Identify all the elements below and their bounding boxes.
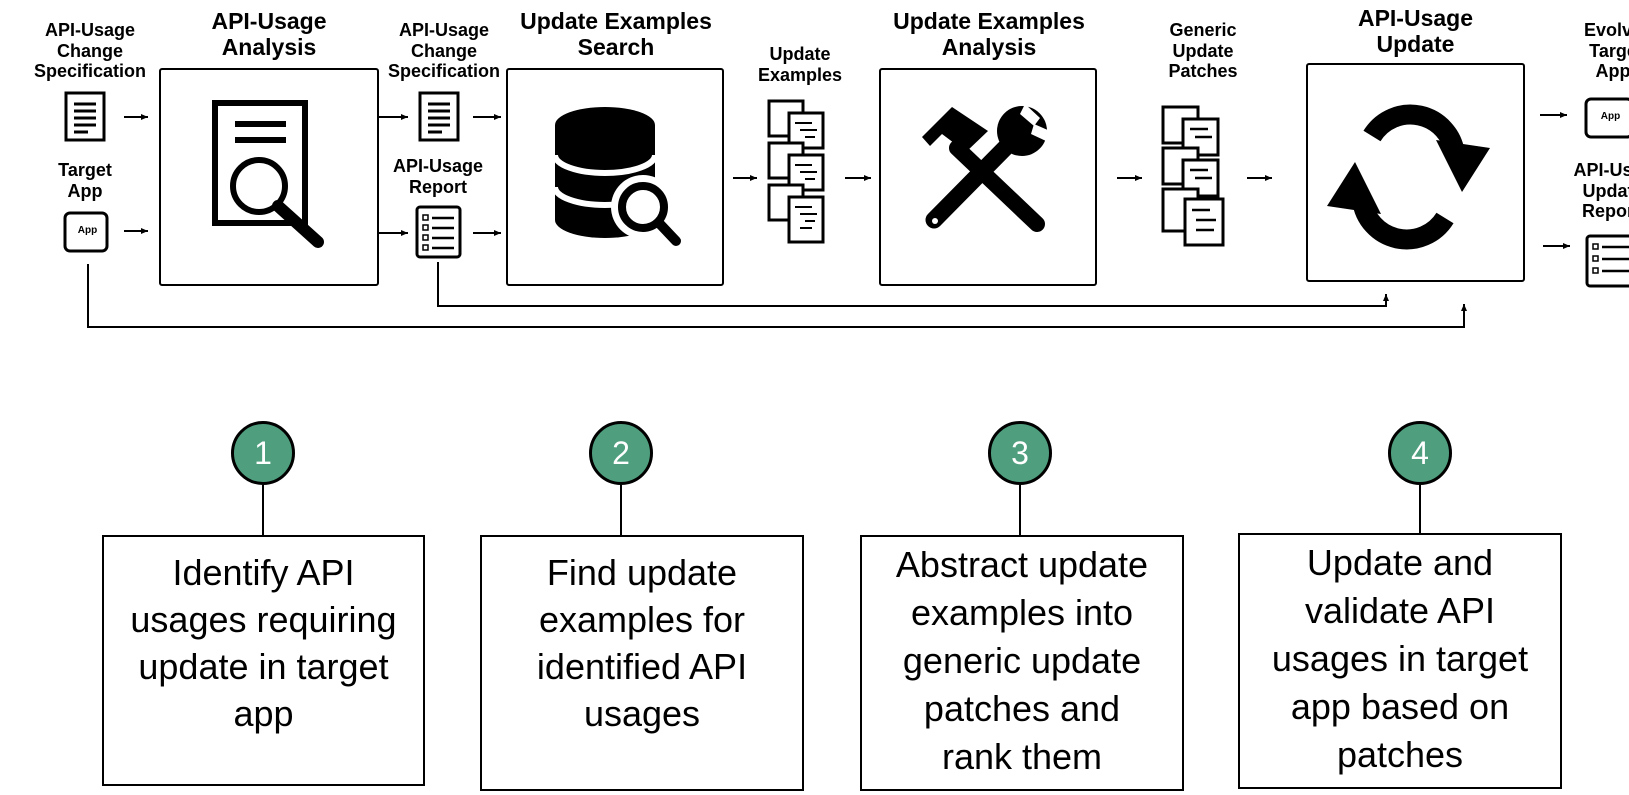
update-examples-label: Update Examples	[757, 44, 843, 85]
step-number-circle: 3	[988, 421, 1052, 485]
report-icon	[415, 205, 462, 259]
step-number-circle: 4	[1388, 421, 1452, 485]
stage-box-api-usage-update	[1306, 63, 1525, 282]
stage-box-api-usage-analysis	[159, 68, 379, 286]
code-lines	[795, 122, 817, 229]
hammer-wrench-icon	[922, 104, 1050, 232]
app-icon	[63, 211, 109, 253]
step-connector	[620, 485, 622, 537]
stage-box-update-examples-analysis	[879, 68, 1097, 286]
step-connector	[262, 485, 264, 537]
step-number-circle: 2	[589, 421, 653, 485]
app-icon	[1584, 97, 1629, 139]
report-icon	[1585, 234, 1629, 288]
refresh-icon	[1327, 104, 1490, 250]
patch-files-icon	[1161, 105, 1225, 247]
patch-lines	[1190, 127, 1216, 232]
stage-title: Update Examples Analysis	[893, 8, 1085, 61]
step-connector	[1019, 485, 1021, 537]
step-description-box: Find update examples for identified API …	[480, 535, 804, 791]
database-search-icon	[552, 107, 681, 246]
specification-doc-icon	[64, 91, 106, 142]
report-feedback-connector	[437, 262, 1389, 307]
step-connector	[1419, 485, 1421, 537]
stage-title: Update Examples Search	[520, 8, 712, 61]
stage-box-update-examples-search	[506, 68, 724, 286]
document-magnifier-icon	[212, 100, 324, 248]
app-icon-text: App	[1600, 111, 1621, 122]
change-spec-label: API-Usage Change Specification	[387, 20, 501, 82]
app-icon-text: App	[77, 225, 98, 236]
usage-report-label: API-Usage Report	[392, 156, 484, 197]
stage-title: API-Usage Analysis	[211, 8, 327, 61]
step-description-box: Identify API usages requiring update in …	[102, 535, 425, 786]
step-description-box: Update and validate API usages in target…	[1238, 533, 1562, 789]
target-app-feedback-connector	[87, 264, 1467, 328]
target-app-label: Target App	[58, 160, 112, 201]
generic-patches-label: Generic Update Patches	[1168, 20, 1238, 82]
stage-title: API-Usage Update	[1357, 5, 1474, 58]
update-report-label: API-Usa Updat Repor	[1573, 160, 1629, 222]
change-spec-label: API-Usage Change Specification	[33, 20, 147, 82]
specification-doc-icon	[418, 91, 460, 142]
evolved-app-label: Evolve Targe App	[1583, 20, 1629, 82]
step-number-circle: 1	[231, 421, 295, 485]
step-description-box: Abstract update examples into generic up…	[860, 535, 1184, 791]
